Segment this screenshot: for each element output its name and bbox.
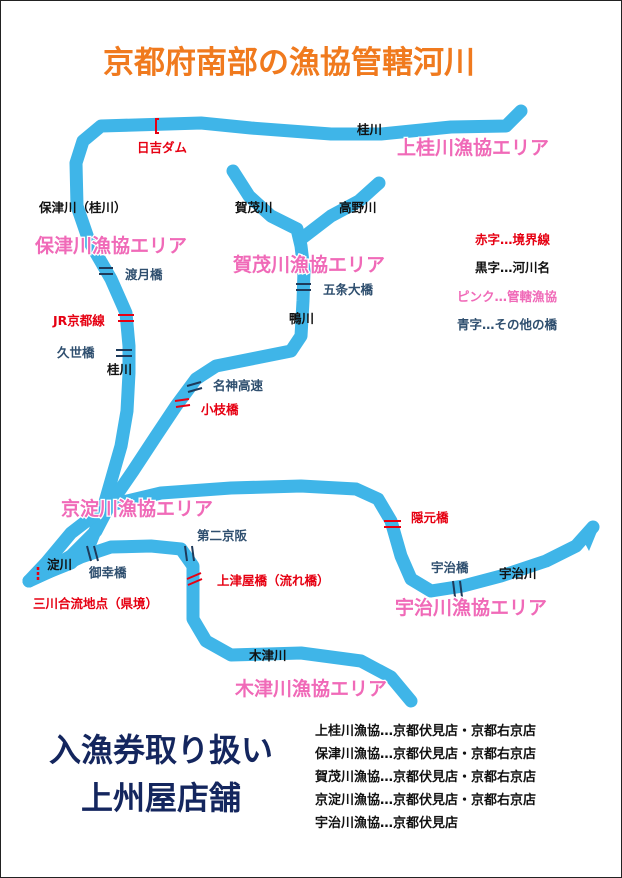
legend: 赤字…境界線 黒字…河川名 ピンク…管轄漁協 青字…その他の橋: [457, 232, 558, 332]
river-name-katsura-upper: 桂川: [356, 122, 382, 137]
shop-line-4: 宇治川漁協…京都伏見店: [315, 815, 458, 831]
bridge-markers: [86, 267, 463, 598]
shop-line-2: 賀茂川漁協…京都伏見店・京都右京店: [314, 769, 536, 785]
boundary-mark-hiyoshi: [155, 118, 159, 134]
boundary-name-sansen: 三川合流地点（県境）: [33, 596, 158, 611]
bridge-name-watari: 渡月橋: [125, 267, 163, 282]
boundary-mark-ingen: [384, 520, 401, 528]
legend-black: 黒字…河川名: [475, 260, 550, 275]
shop-line-1: 保津川漁協…京都伏見店・京都右京店: [314, 746, 536, 762]
area-name-uji: 宇治川漁協エリア: [395, 596, 547, 619]
river-name-kamo: 賀茂川: [234, 200, 273, 215]
legend-blue: 青字…その他の橋: [457, 317, 558, 332]
boundary-mark-jr: [118, 314, 134, 322]
river-network: [22, 104, 600, 708]
area-name-kizu: 木津川漁協エリア: [234, 677, 387, 700]
river-takano: [294, 176, 386, 246]
bridge-mark-gokou: [86, 545, 99, 562]
bridge-mark-uji: [452, 580, 463, 598]
river-uji-yodo: [22, 479, 600, 598]
shop-title-line1: 入漁券取り扱い: [49, 731, 273, 769]
river-name-kizu: 木津川: [248, 648, 287, 663]
bridge-mark-watari: [99, 267, 113, 275]
bridge-mark-daini: [184, 545, 195, 562]
river-uji-end-arrow: [581, 529, 598, 551]
river-name-yodo: 淀川: [47, 557, 72, 572]
bridge-name-gokou: 御幸橋: [88, 565, 127, 580]
boundary-name-koeda: 小枝橋: [200, 402, 239, 417]
shop-line-0: 上桂川漁協…京都伏見店・京都右京店: [315, 723, 536, 739]
bridge-name-uji: 宇治橋: [431, 560, 469, 575]
river-name-kamogawa: 鴨川: [289, 311, 314, 326]
area-name-hozu: 保津川漁協エリア: [34, 234, 187, 257]
boundary-name-ingen: 隠元橋: [411, 510, 449, 525]
bridge-name-daini-keihan: 第二京阪: [197, 528, 248, 543]
legend-pink: ピンク…管轄漁協: [457, 289, 558, 304]
boundary-mark-kamitsuya: [186, 572, 203, 586]
boundary-markers: [36, 118, 401, 586]
boundary-name-jr-kyoto-line: JR京都線: [52, 313, 105, 328]
river-name-uji: 宇治川: [499, 566, 537, 581]
bridge-name-meishin: 名神高速: [213, 378, 264, 393]
river-name-hozu: 保津川（桂川）: [38, 200, 127, 215]
bridge-name-kuze: 久世橋: [56, 345, 95, 360]
river-kizu: [22, 539, 418, 708]
river-name-takano: 高野川: [339, 200, 377, 215]
bridge-name-gojo: 五条大橋: [323, 282, 374, 297]
boundary-mark-koeda: [174, 398, 191, 408]
map-title: 京都府南部の漁協管轄河川: [103, 45, 475, 81]
shop-line-3: 京淀川漁協…京都伏見店・京都右京店: [315, 792, 536, 808]
boundary-name-hiyoshi-dam: 日吉ダム: [137, 140, 188, 155]
bridge-mark-gojo: [296, 283, 311, 291]
shop-title-line2: 上州屋店舗: [81, 779, 241, 817]
area-name-kamo: 賀茂川漁協エリア: [232, 253, 385, 276]
bridge-mark-meishin: [186, 381, 203, 393]
area-name-kamikatsura: 上桂川漁協エリア: [397, 136, 549, 159]
bridge-mark-kuze: [116, 349, 132, 357]
legend-red: 赤字…境界線: [475, 232, 551, 247]
area-name-kyoyodo: 京淀川漁協エリア: [61, 497, 213, 520]
boundary-name-kamitsuya: 上津屋橋（流れ橋）: [217, 573, 330, 588]
river-name-katsura-mid: 桂川: [106, 362, 132, 377]
shop-section: 入漁券取り扱い 上州屋店舗 上桂川漁協…京都伏見店・京都右京店 保津川漁協…京都…: [49, 723, 536, 831]
